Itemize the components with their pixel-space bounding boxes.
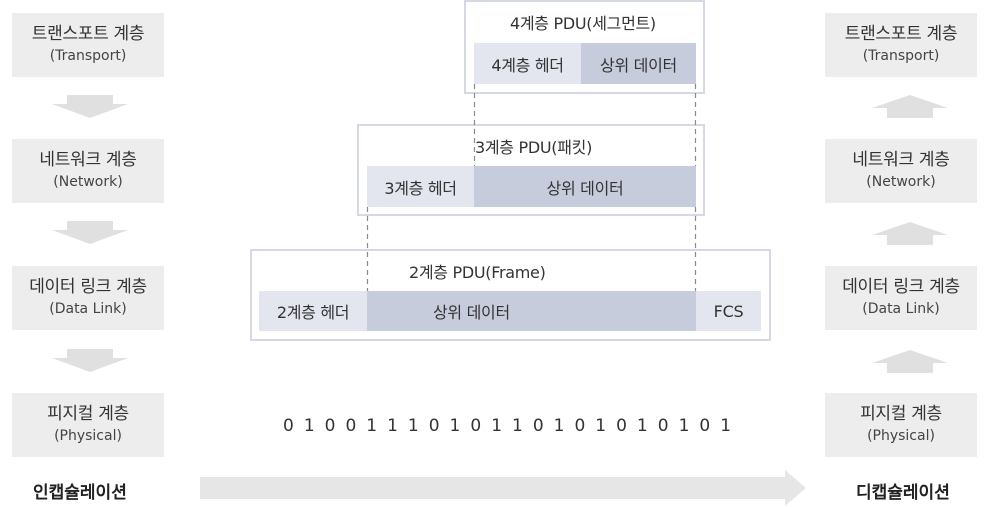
pdu3-data: 상위 데이터 xyxy=(474,166,696,207)
up-arrow-2 xyxy=(872,222,948,245)
left-layer-transport: 트랜스포트 계층 (Transport) xyxy=(12,13,164,77)
layer-name: 네트워크 계층 xyxy=(852,150,950,170)
pdu2-title: 2계층 PDU(Frame) xyxy=(409,263,546,282)
up-arrow-1 xyxy=(872,95,948,118)
left-layer-datalink: 데이터 링크 계층 (Data Link) xyxy=(12,266,164,330)
decapsulation-caption: 디캡슐레이션 xyxy=(856,483,950,503)
layer-name: 네트워크 계층 xyxy=(39,150,137,170)
layer-eng: (Data Link) xyxy=(862,301,940,317)
right-layer-network: 네트워크 계층 (Network) xyxy=(825,139,977,203)
pdu2-data: 상위 데이터 xyxy=(367,291,696,331)
pdu2-header: 2계층 헤더 xyxy=(259,291,367,331)
pdu2-trailer-fcs: FCS xyxy=(696,291,761,331)
layer-eng: (Physical) xyxy=(867,428,935,444)
bit-stream: 0 1 0 0 1 1 1 0 1 0 1 1 0 1 0 1 0 1 0 1 … xyxy=(283,416,734,436)
right-layer-transport: 트랜스포트 계층 (Transport) xyxy=(825,13,977,77)
pdu4-title: 4계층 PDU(세그먼트) xyxy=(510,14,656,33)
pdu2-data-label: 상위 데이터 xyxy=(433,303,510,322)
left-layer-physical: 피지컬 계층 (Physical) xyxy=(12,393,164,457)
layer-eng: (Data Link) xyxy=(49,301,127,317)
layer-name: 데이터 링크 계층 xyxy=(29,277,147,297)
right-up-arrows xyxy=(872,95,948,373)
layer-eng: (Physical) xyxy=(54,428,122,444)
right-layer-datalink: 데이터 링크 계층 (Data Link) xyxy=(825,266,977,330)
layer-name: 트랜스포트 계층 xyxy=(844,24,958,44)
pdu4-header: 4계층 헤더 xyxy=(474,43,581,84)
bottom-right-arrow xyxy=(200,470,806,506)
layer-name: 피지컬 계층 xyxy=(860,404,942,424)
pdu3-header: 3계층 헤더 xyxy=(367,166,474,207)
down-arrow-2 xyxy=(52,221,128,244)
left-layer-network: 네트워크 계층 (Network) xyxy=(12,139,164,203)
layer-name: 피지컬 계층 xyxy=(47,404,129,424)
down-arrow-1 xyxy=(52,95,128,118)
layer-eng: (Transport) xyxy=(49,48,127,64)
right-layer-physical: 피지컬 계층 (Physical) xyxy=(825,393,977,457)
layer-name: 트랜스포트 계층 xyxy=(31,24,145,44)
pdu3-title: 3계층 PDU(패킷) xyxy=(475,138,593,157)
up-arrow-3 xyxy=(872,350,948,373)
layer-name: 데이터 링크 계층 xyxy=(842,277,960,297)
left-down-arrows xyxy=(52,95,128,372)
layer-eng: (Network) xyxy=(53,174,123,190)
layer-eng: (Network) xyxy=(866,174,936,190)
layer-eng: (Transport) xyxy=(862,48,940,64)
down-arrow-3 xyxy=(52,349,128,372)
pdu4-data: 상위 데이터 xyxy=(581,43,696,84)
encapsulation-caption: 인캡슐레이션 xyxy=(33,483,127,503)
